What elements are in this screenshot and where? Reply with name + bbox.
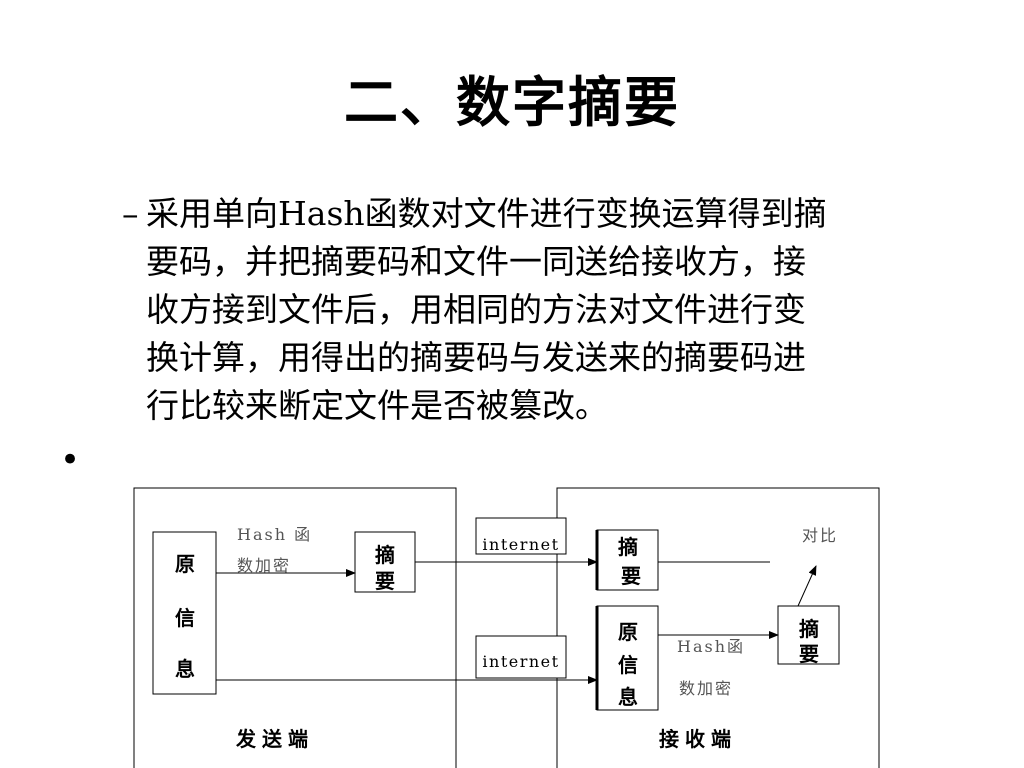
paragraph-line: 采用单向Hash函数对文件进行变换运算得到摘 (146, 194, 827, 233)
sender-panel (133, 487, 457, 768)
receiver-digest-char: 要 (621, 564, 641, 588)
internet-label-bottom: internet (482, 652, 559, 671)
sender-digest-char: 要 (375, 569, 395, 593)
description-paragraph: – 采用单向Hash函数对文件进行变换运算得到摘 要码，并把摘要码和文件一同送给… (122, 190, 972, 430)
bullet-point: • (60, 440, 81, 480)
receiver-original-char: 原 (618, 620, 638, 644)
internet-label-top: internet (482, 535, 559, 554)
compare-label: 对比 (802, 526, 838, 545)
sender-original-char: 原 (175, 552, 195, 576)
receiver-digest-char: 摘 (618, 535, 638, 559)
internet-box-bottom (475, 635, 567, 679)
sender-original-info-box (152, 531, 217, 695)
sender-hash-label: 数加密 (237, 556, 291, 575)
receiver-panel (556, 487, 880, 768)
receiver-original-char: 息 (618, 685, 638, 709)
paragraph-line: 换计算，用得出的摘要码与发送来的摘要码进 (146, 338, 806, 377)
page-title: 二、数字摘要 (344, 70, 680, 134)
paragraph-line: 要码，并把摘要码和文件一同送给接收方，接 (146, 242, 806, 281)
compare-arrow (797, 565, 817, 607)
sender-original-char: 息 (175, 657, 195, 681)
receiver-computed-digest-char: 摘 (799, 617, 819, 641)
paragraph-line: 行比较来断定文件是否被篡改。 (146, 386, 608, 425)
dash-marker: – (122, 194, 139, 233)
receiver-computed-digest-char: 要 (799, 642, 819, 666)
sender-original-char: 信 (175, 606, 195, 630)
sender-hash-label: Hash 函 (237, 525, 312, 544)
sender-caption: 发送端 (235, 727, 314, 751)
receiver-original-char: 信 (618, 653, 638, 677)
receiver-caption: 接收端 (659, 727, 737, 751)
internet-box-top (475, 517, 567, 555)
receiver-hash-label: 数加密 (679, 679, 733, 698)
receiver-hash-label: Hash函 (677, 637, 745, 656)
sender-digest-char: 摘 (375, 543, 395, 567)
paragraph-line: 收方接到文件后，用相同的方法对文件进行变 (146, 290, 806, 329)
